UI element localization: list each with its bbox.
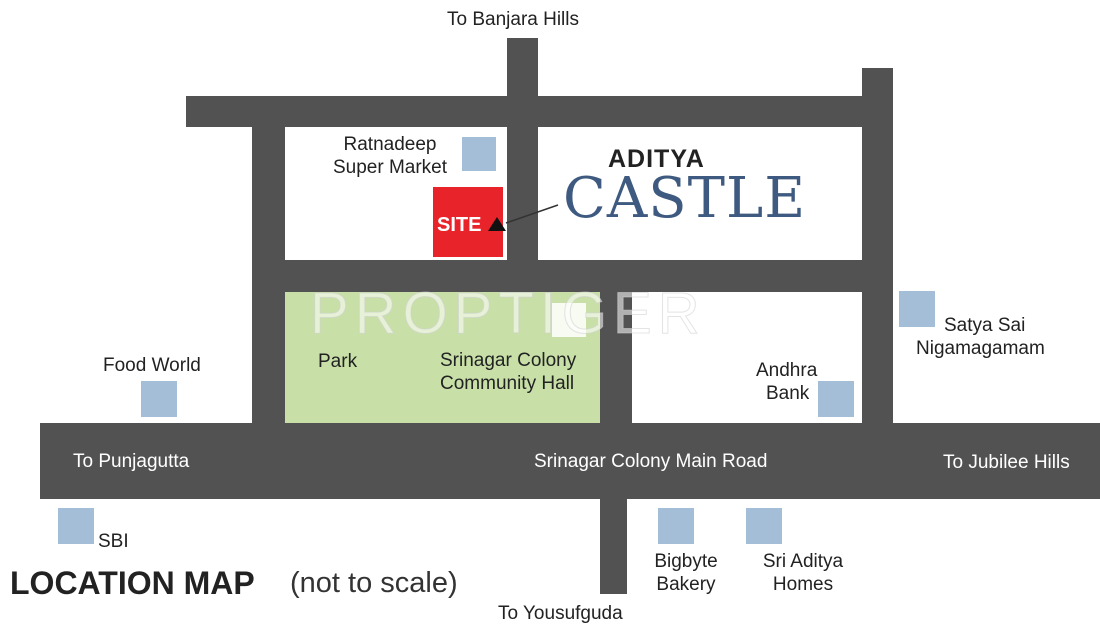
food-world-marker — [141, 381, 177, 417]
south-road — [600, 497, 627, 594]
north-road — [507, 38, 538, 268]
direction-south-label: To Yousufguda — [498, 603, 623, 624]
ratnadeep-marker — [462, 137, 496, 171]
sri-aditya-label: Sri Aditya Homes — [748, 550, 858, 596]
watermark-box — [552, 303, 586, 337]
community-hall-label-line-2: Community Hall — [440, 373, 575, 394]
community-hall-label: Srinagar Colony Community Hall — [440, 349, 576, 395]
park-area — [285, 292, 600, 423]
project-brand-name: CASTLE — [563, 166, 807, 231]
east-road — [862, 68, 893, 426]
sri-aditya-marker — [746, 508, 782, 544]
sbi-label: SBI — [98, 531, 129, 552]
middle-cross-road — [252, 260, 893, 292]
bigbyte-label: Bigbyte Bakery — [640, 550, 732, 596]
andhra-bank-label-line-2: Bank — [766, 383, 810, 404]
food-world-label: Food World — [103, 355, 201, 376]
main-road-label: Srinagar Colony Main Road — [534, 451, 768, 472]
satya-sai-label-line-2: Nigamagamam — [916, 338, 1045, 359]
west-road — [252, 96, 285, 426]
scale-note: (not to scale) — [290, 567, 458, 599]
andhra-bank-marker — [818, 381, 854, 417]
satya-sai-label: Satya Sai Nigamagamam — [916, 314, 1045, 360]
andhra-bank-label-line-1: Andhra — [756, 360, 818, 381]
watermark: PROPTIGER — [310, 281, 706, 347]
ratnadeep-label-line-2: Super Market — [332, 157, 448, 178]
bigbyte-label-line-2: Bakery — [656, 574, 716, 595]
direction-east-label: To Jubilee Hills — [943, 452, 1070, 473]
ratnadeep-label-line-1: Ratnadeep — [343, 134, 437, 155]
andhra-bank-label: Andhra Bank — [756, 359, 817, 405]
direction-west-label: To Punjagutta — [73, 451, 190, 472]
project-brand-top: ADITYA — [608, 145, 705, 173]
satya-sai-label-line-1: Satya Sai — [944, 315, 1026, 336]
main-road — [40, 423, 1100, 499]
sbi-marker — [58, 508, 94, 544]
satya-sai-marker — [899, 291, 935, 327]
sri-aditya-label-line-2: Homes — [772, 574, 834, 595]
ratnadeep-label: Ratnadeep Super Market — [320, 133, 460, 179]
north-cross-road — [186, 96, 893, 127]
park-label: Park — [318, 351, 358, 372]
sri-aditya-label-line-1: Sri Aditya — [762, 551, 844, 572]
bigbyte-label-line-1: Bigbyte — [654, 551, 718, 572]
map-title: LOCATION MAP — [10, 565, 255, 601]
community-hall-label-line-1: Srinagar Colony — [440, 350, 577, 371]
direction-north-label: To Banjara Hills — [447, 9, 579, 30]
site-pointer-icon — [488, 217, 506, 231]
bigbyte-marker — [658, 508, 694, 544]
site-label: SITE — [437, 214, 482, 236]
inner-road — [600, 292, 632, 426]
